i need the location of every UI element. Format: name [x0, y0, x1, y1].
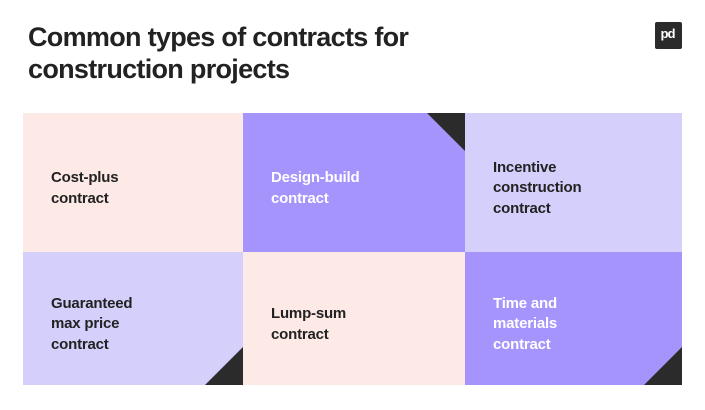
- contract-cell-lump-sum[interactable]: Lump-sum contract: [243, 252, 465, 385]
- corner-triangle-icon: [644, 347, 682, 385]
- contract-cell-cost-plus[interactable]: Cost-plus contract: [23, 113, 243, 252]
- contract-cell-label: Time and materials contract: [493, 295, 558, 353]
- pandadoc-logo-text: pd: [661, 28, 676, 43]
- contract-cell-guaranteed-max-price[interactable]: Guaranteed max price contract: [23, 252, 243, 385]
- pandadoc-logo-icon: pd: [655, 22, 682, 49]
- contract-cell-incentive-construction[interactable]: Incentive construction contract: [465, 113, 682, 252]
- corner-triangle-icon: [427, 113, 465, 151]
- corner-triangle-icon: [205, 347, 243, 385]
- contract-cell-time-and-materials[interactable]: Time and materials contract: [465, 252, 682, 385]
- contract-cell-design-build[interactable]: Design-build contract: [243, 113, 465, 252]
- contract-cell-label: Cost-plus contract: [51, 169, 119, 207]
- contract-cell-label: Guaranteed max price contract: [51, 295, 133, 353]
- contract-cell-label: Lump-sum contract: [271, 305, 347, 343]
- contract-types-grid: Cost-plus contract Design-build contract…: [23, 113, 682, 385]
- page-title: Common types of contracts for constructi…: [28, 22, 409, 84]
- contract-cell-label: Design-build contract: [271, 169, 360, 207]
- contract-cell-label: Incentive construction contract: [493, 159, 582, 217]
- slide-header: Common types of contracts for constructi…: [0, 0, 705, 113]
